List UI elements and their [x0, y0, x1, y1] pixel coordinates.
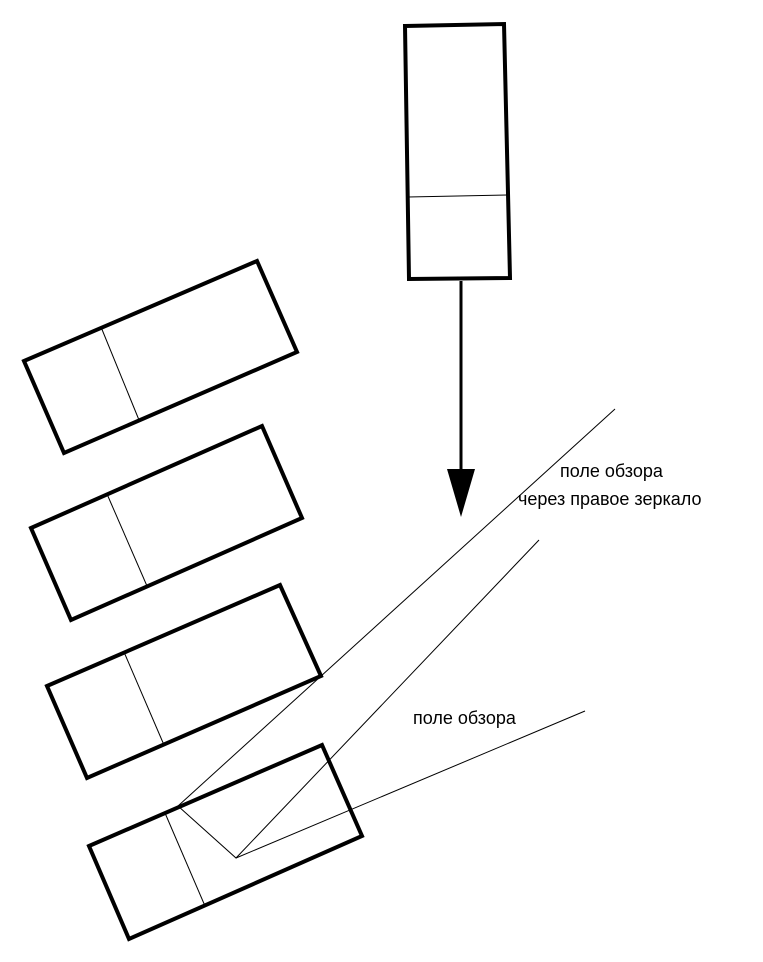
- moving-car-body: [402, 21, 513, 282]
- direction-arrow: [447, 281, 475, 517]
- mirror-view-inner-line: [177, 539, 540, 859]
- parked-car-2-body: [28, 423, 305, 623]
- mirror-view-outer-line: [177, 408, 616, 807]
- arrow-head: [447, 469, 475, 517]
- moving-car-divider: [407, 194, 508, 198]
- view-field-label: поле обзора: [413, 708, 517, 728]
- parked-car-1-divider: [100, 326, 140, 421]
- mirror-view-label-line2: через правое зеркало: [518, 489, 702, 509]
- parked-car-1-body: [21, 258, 300, 456]
- moving-car: [402, 21, 513, 282]
- parked-car-3-divider: [123, 651, 165, 746]
- parked-car-4-body: [86, 742, 365, 942]
- direct-view-line: [235, 710, 586, 859]
- parked-car-2: [28, 423, 305, 623]
- direct-view-field: [235, 710, 586, 859]
- parked-car-2-divider: [106, 493, 148, 587]
- parked-car-4: [86, 742, 365, 942]
- parked-car-1: [21, 258, 300, 456]
- parked-car-4-divider: [164, 812, 206, 907]
- mirror-view-label-line1: поле обзора: [560, 461, 664, 481]
